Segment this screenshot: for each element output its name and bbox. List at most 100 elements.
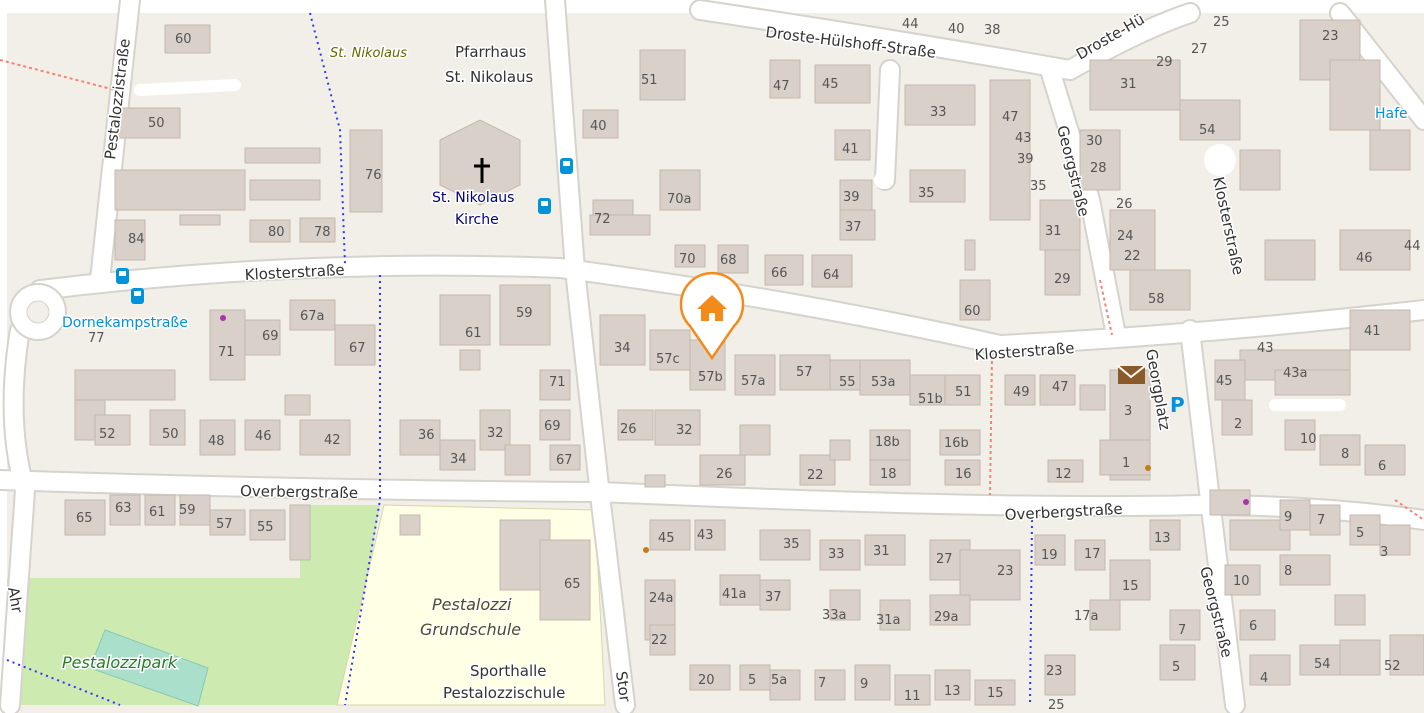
house-number-label: 13	[1154, 531, 1171, 546]
bus-stop-icons	[116, 158, 573, 304]
house-number-label: 46	[1356, 251, 1373, 266]
house-number-label: 43a	[1283, 366, 1308, 381]
house-number-label: 9	[1284, 510, 1292, 525]
house-number-label: 69	[262, 329, 279, 344]
house-number-label: 58	[1148, 292, 1165, 307]
place-label-school: Pestalozzi	[432, 595, 512, 614]
house-number-label: 57c	[656, 352, 680, 367]
house-number-label: 44	[902, 17, 919, 32]
house-number-label: 9	[860, 677, 868, 692]
house-number-label: 22	[1124, 249, 1141, 264]
bus-stop-icon[interactable]	[131, 288, 144, 304]
bus-stop-icon[interactable]	[538, 198, 551, 214]
house-number-label: 63	[115, 501, 132, 516]
bus-stop-icon[interactable]	[560, 158, 573, 174]
house-number-label: 42	[324, 433, 341, 448]
footpaths	[0, 12, 1424, 706]
park-strip	[300, 505, 380, 705]
house-number-label: 48	[208, 434, 225, 449]
house-number-label: 23	[1046, 664, 1063, 679]
house-number-label: 7	[818, 676, 826, 691]
house-number-label: 18b	[875, 435, 900, 450]
house-number-label: 16b	[944, 436, 969, 451]
house-number-label: 65	[76, 511, 93, 526]
house-number-label: 57	[216, 517, 233, 532]
house-number-label: 4	[1260, 671, 1268, 686]
house-number-label: 80	[268, 225, 285, 240]
left-margin	[0, 0, 7, 713]
poi-dot-icon	[1243, 499, 1249, 505]
church-icon[interactable]	[474, 158, 490, 183]
place-label-bus-stop: Dornekampstraße	[62, 315, 188, 331]
house-number-label: 76	[365, 168, 382, 183]
house-number-label: 51	[641, 73, 658, 88]
house-number-label: 2	[1234, 417, 1242, 432]
house-number-label: 40	[590, 119, 607, 134]
house-number-label: 34	[450, 452, 467, 467]
house-number-label: 41a	[722, 587, 747, 602]
bus-stop-icon[interactable]	[116, 268, 129, 284]
location-marker[interactable]	[679, 271, 745, 361]
house-number-label: 26	[1116, 197, 1133, 212]
house-number-label: 70a	[667, 192, 692, 207]
house-number-label: 57	[796, 365, 813, 380]
poi-dot-icon	[643, 547, 649, 553]
house-number-label: 8	[1341, 447, 1349, 462]
house-number-label: 41	[1364, 324, 1381, 339]
house-number-label: 25	[1048, 698, 1065, 713]
place-label-park: Pestalozzipark	[62, 653, 178, 672]
place-label-pfarrhaus-name: St. Nikolaus	[445, 68, 534, 86]
house-number-label: 32	[487, 426, 504, 441]
house-number-label: 77	[88, 331, 105, 346]
house-number-label: 38	[984, 23, 1001, 38]
turning-circle	[1204, 144, 1236, 176]
house-number-label: 17a	[1074, 609, 1099, 624]
house-number-label: 3	[1380, 545, 1388, 560]
house-number-label: 5	[1172, 660, 1180, 675]
pestalozzipark-area[interactable]	[7, 578, 300, 705]
house-number-label: 71	[218, 345, 235, 360]
house-number-label: 54	[1314, 657, 1331, 672]
house-number-label: 35	[783, 537, 800, 552]
house-number-label: 11	[904, 689, 921, 704]
house-number-label: 57a	[741, 374, 766, 389]
house-number-label: 54	[1199, 123, 1216, 138]
place-labels: St. Nikolaus Pfarrhaus St. Nikolaus St. …	[61, 42, 1410, 704]
house-number-label: 49	[1013, 385, 1030, 400]
house-number-label: 40	[948, 22, 965, 37]
house-number-label: 64	[823, 268, 840, 283]
house-number-label: 45	[1216, 374, 1233, 389]
house-number-label: 12	[1055, 467, 1072, 482]
house-number-label: 67	[349, 341, 366, 356]
house-number-label: 43	[1257, 341, 1274, 356]
parking-icon[interactable]: P	[1170, 393, 1185, 417]
place-label-pestalozzischule: Pestalozzischule	[443, 684, 565, 702]
poi-dot-icon	[1145, 465, 1151, 471]
house-number-label: 7	[1317, 513, 1325, 528]
pitch	[89, 629, 209, 707]
house-number-label: 5	[748, 673, 756, 688]
house-number-label: 45	[822, 77, 839, 92]
house-number-label: 71	[549, 375, 566, 390]
house-number-label: 22	[807, 468, 824, 483]
house-number-label: 5a	[771, 673, 787, 688]
house-number-label: 70	[679, 252, 696, 267]
house-number-label: 24	[1117, 229, 1134, 244]
house-number-label: 47	[1002, 110, 1019, 125]
house-number-label: 27	[936, 552, 953, 567]
house-number-label: 16	[955, 467, 972, 482]
house-number-label: 66	[771, 266, 788, 281]
house-number-label: 15	[1122, 579, 1139, 594]
house-number-label: 51	[955, 385, 972, 400]
house-number-label: 20	[698, 673, 715, 688]
house-number-label: 10	[1300, 432, 1317, 447]
house-number-label: 35	[1030, 179, 1047, 194]
house-number-label: 25	[1213, 15, 1230, 30]
home-icon	[697, 295, 727, 321]
house-number-label: 35	[918, 186, 935, 201]
street-label-overbergstrasse-west: Overbergstraße	[240, 482, 358, 502]
post-office-icon[interactable]	[1117, 365, 1146, 384]
buildings	[64, 19, 1424, 706]
house-number-label: 18	[880, 467, 897, 482]
